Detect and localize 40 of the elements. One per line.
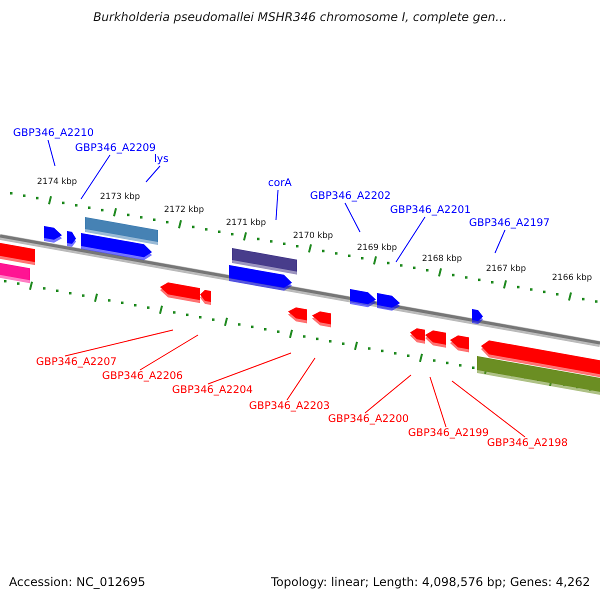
- gene-label: GBP346_A2207: [36, 356, 117, 369]
- leader-line: [286, 358, 316, 400]
- gene-label: GBP346_A2202: [310, 190, 391, 203]
- leader-line: [140, 334, 198, 370]
- scale-label: 2169 kbp: [357, 243, 398, 254]
- scale-label: 2173 kbp: [100, 192, 140, 203]
- gene-label: lys: [154, 153, 169, 166]
- gene-label: GBP346_A2204: [172, 384, 253, 397]
- scale-label: 2170 kbp: [293, 231, 334, 242]
- leader-line: [64, 330, 174, 356]
- gene-label: corA: [268, 177, 292, 190]
- scale-label: 2172 kbp: [164, 205, 204, 216]
- footer-text: Topology: linear; Length: 4,098,576 bp; Genes: 4,262: [271, 575, 590, 589]
- scale-label: 2171 kbp: [226, 218, 266, 229]
- gene-label: GBP346_A2210: [13, 127, 94, 140]
- leader-line: [48, 140, 56, 166]
- leader-line: [208, 352, 292, 384]
- leader-line: [430, 376, 446, 428]
- leader-line: [80, 154, 110, 200]
- gene-label: GBP346_A2200: [328, 413, 409, 426]
- footer-text: Accession: NC_012695: [9, 575, 146, 589]
- gene-label: GBP346_A2201: [390, 204, 471, 217]
- scale-label: 2168 kbp: [422, 254, 462, 265]
- leader-line: [396, 216, 426, 262]
- gene-label: GBP346_A2197: [469, 217, 550, 230]
- chart-title: Burkholderia pseudomallei MSHR346 chromosome I, complete gen...: [92, 10, 508, 24]
- leader-line: [452, 380, 526, 438]
- gene-label: GBP346_A2206: [102, 370, 183, 383]
- scale-label: 2166 kbp: [552, 273, 592, 284]
- leader-line: [344, 202, 360, 232]
- scale-label: 2167 kbp: [486, 264, 526, 275]
- leader-line: [364, 374, 412, 414]
- leader-line: [146, 166, 160, 182]
- gene-label: GBP346_A2198: [487, 437, 568, 450]
- gene-label: GBP346_A2209: [75, 142, 156, 155]
- leader-line: [494, 230, 506, 254]
- leader-line: [276, 190, 278, 220]
- gene-label: GBP346_A2203: [249, 400, 330, 413]
- scale-label: 2174 kbp: [37, 177, 78, 188]
- gene-label: GBP346_A2199: [408, 427, 489, 440]
